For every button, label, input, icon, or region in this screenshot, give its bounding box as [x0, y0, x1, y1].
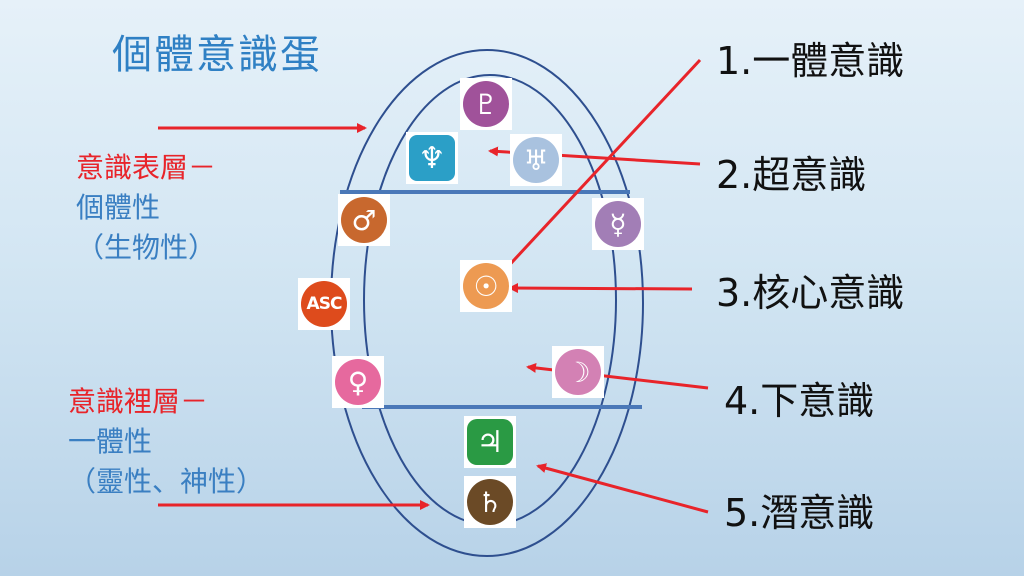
venus-glyph: ♀: [335, 359, 381, 405]
upper-layer-note: （生物性）: [76, 231, 217, 264]
diagram-title: 個體意識蛋: [112, 32, 322, 78]
pluto-icon: ♇: [460, 78, 512, 130]
moon-icon: ☽: [552, 346, 604, 398]
venus-icon: ♀: [332, 356, 384, 408]
neptune-glyph: ♆: [409, 135, 455, 181]
saturn-glyph: ♄: [467, 479, 513, 525]
upper-layer-subtitle: 個體性: [76, 191, 161, 224]
mars-icon: ♂: [338, 194, 390, 246]
arrow-unconsciousness: [536, 463, 709, 514]
lower-layer-note: （靈性、神性）: [68, 465, 265, 498]
mercury-icon: ☿: [592, 198, 644, 250]
lower-layer-subtitle: 一體性: [68, 425, 153, 458]
label-subconsciousness: 4.下意識: [724, 379, 875, 423]
arrow-oneness-consciousness: [486, 58, 702, 290]
saturn-icon: ♄: [464, 476, 516, 528]
lower-layer-label: 意識裡層－ 一體性 （靈性、神性）: [68, 382, 264, 502]
label-oneness-consciousness: 1.一體意識: [716, 39, 905, 83]
mercury-glyph: ☿: [595, 201, 641, 247]
label-core-consciousness: 3.核心意識: [716, 271, 905, 315]
moon-glyph: ☽: [555, 349, 601, 395]
uranus-glyph: ♅: [513, 137, 559, 183]
pluto-glyph: ♇: [463, 81, 509, 127]
arrow-core-consciousness: [508, 283, 693, 294]
uranus-icon: ♅: [510, 134, 562, 186]
sun-glyph: ☉: [463, 263, 509, 309]
sun-icon: ☉: [460, 260, 512, 312]
lower-layer-heading: 意識裡層－: [68, 385, 209, 418]
neptune-icon: ♆: [406, 132, 458, 184]
ascendant-glyph: ASC: [301, 281, 347, 327]
ascendant-icon: ASC: [298, 278, 350, 330]
label-superconsciousness: 2.超意識: [716, 153, 867, 197]
label-unconsciousness: 5.潛意識: [724, 491, 875, 535]
jupiter-icon: ♃: [464, 416, 516, 468]
jupiter-glyph: ♃: [467, 419, 513, 465]
upper-layer-label: 意識表層－ 個體性 （生物性）: [76, 148, 216, 268]
upper-layer-heading: 意識表層－: [76, 151, 217, 184]
mars-glyph: ♂: [341, 197, 387, 243]
